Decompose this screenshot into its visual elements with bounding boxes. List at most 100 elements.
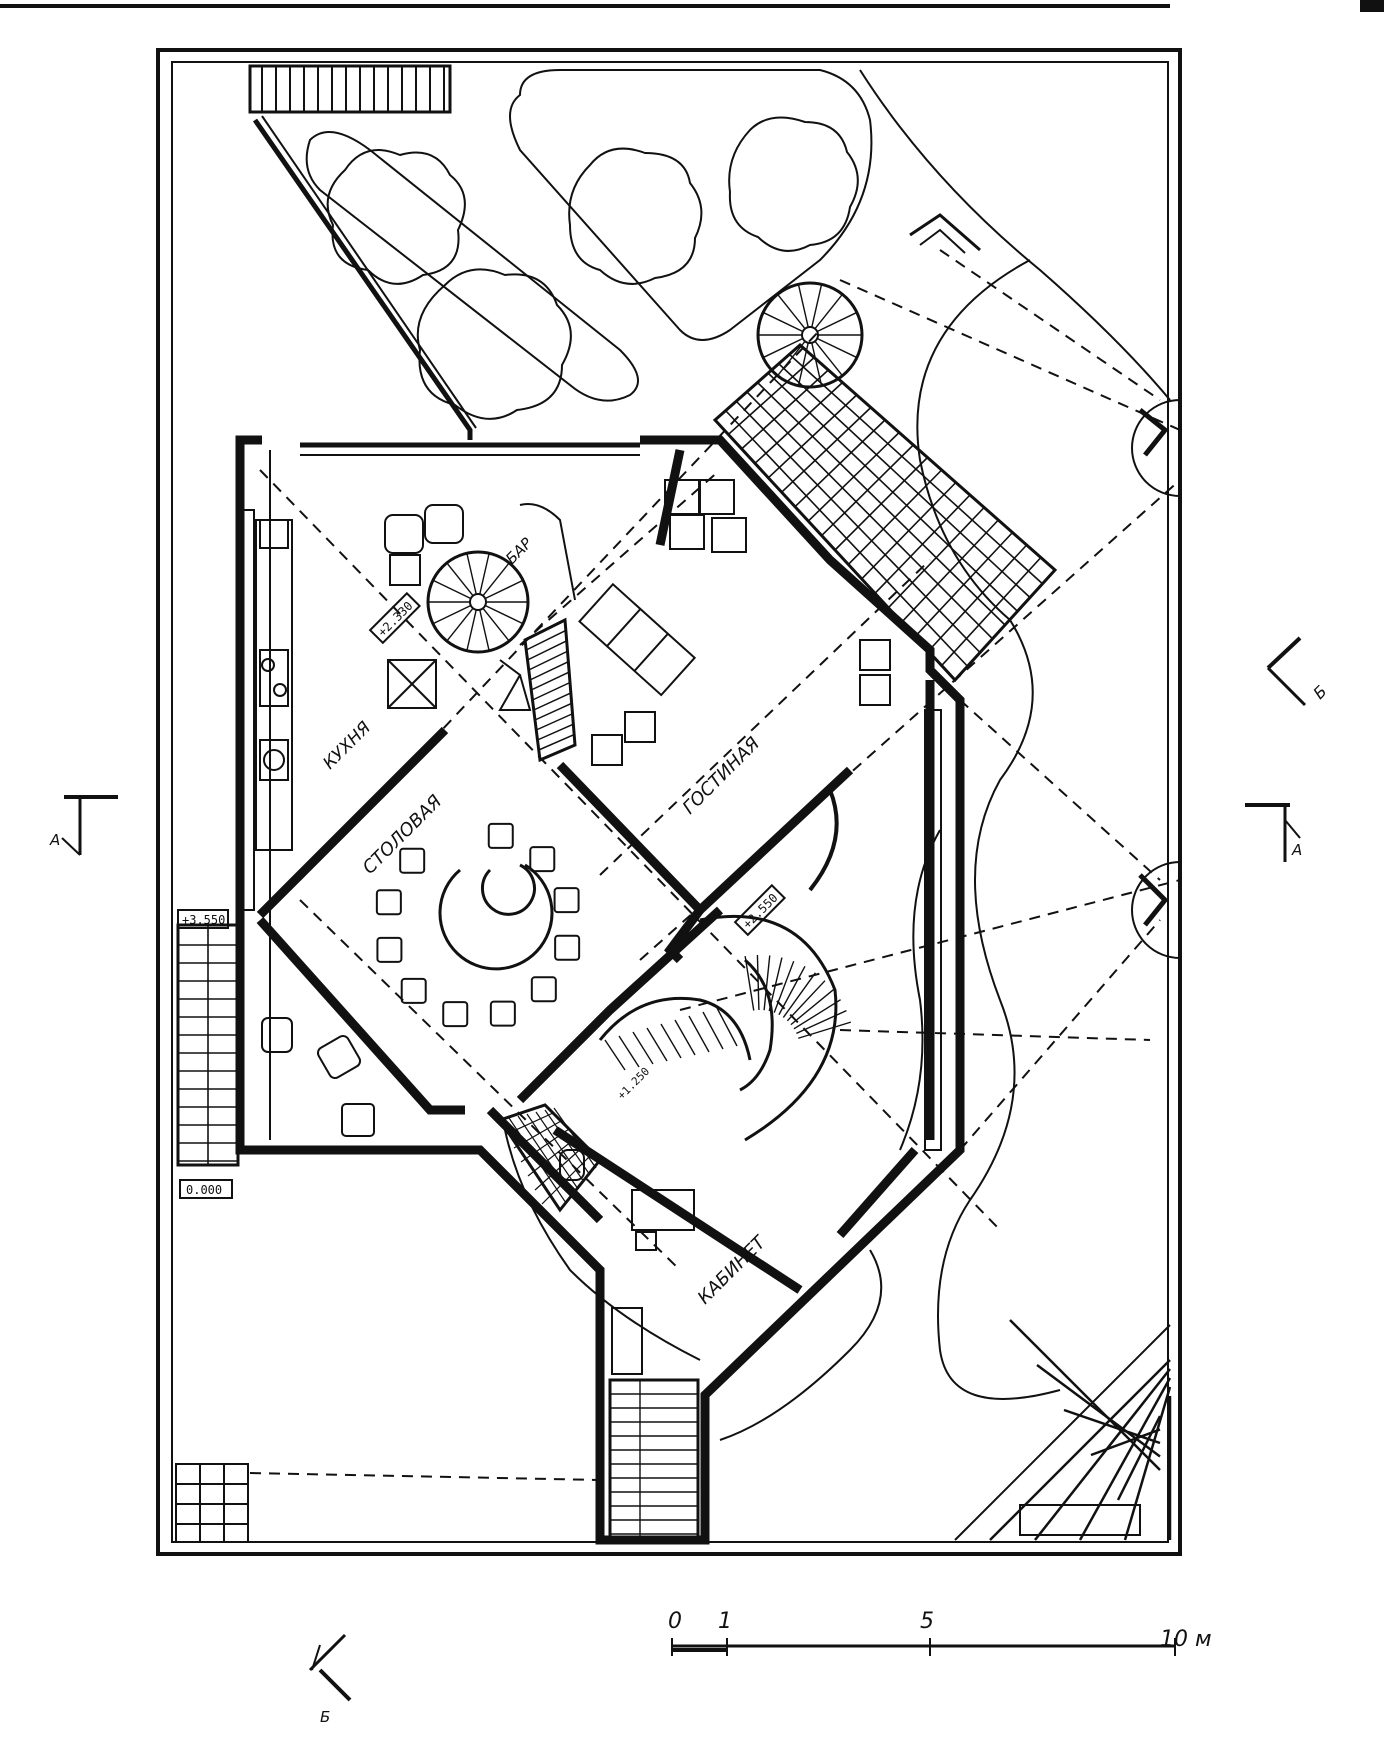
left-steps: [176, 923, 240, 1167]
scale-label-1: 1: [718, 1609, 732, 1634]
hatch-line: [1090, 1428, 1161, 1457]
scale-label-5: 5: [920, 1609, 934, 1634]
hatch-line: [482, 562, 510, 597]
hatch-line: [506, 1112, 554, 1135]
bathroom: [497, 1103, 603, 1213]
hatch-line: [1116, 1415, 1162, 1501]
hatch-line: [778, 363, 1031, 599]
level-mark-ground: 0.000: [179, 1179, 233, 1199]
hatch-line: [1063, 1408, 1161, 1445]
header-rule: [0, 0, 1384, 12]
hatch-line: [553, 1107, 597, 1169]
entry-steps-bottom: [608, 1307, 700, 1542]
hatch-line: [528, 650, 568, 671]
hatch-line: [767, 372, 1019, 612]
hatch-line: [529, 660, 569, 681]
hatch-line: [814, 293, 843, 330]
section-marker-a-right: А: [1245, 803, 1302, 862]
level-mark-main-stair: +2.550: [733, 883, 787, 937]
hatch-line: [537, 723, 574, 741]
hatch-line: [816, 337, 858, 359]
window-strips: [239, 509, 942, 1151]
hatch-line: [793, 999, 841, 1030]
level-mark-spiral: +2.330: [368, 591, 422, 645]
scale-label-10: 10 м: [1160, 1627, 1212, 1652]
hatch-line: [660, 1023, 682, 1059]
hatch-line: [814, 340, 843, 377]
svg-text:+1.250: +1.250: [615, 1065, 652, 1102]
section-marker-a-left: А: [49, 795, 118, 856]
dining-chair: [529, 846, 556, 873]
dining-chair: [489, 1000, 516, 1027]
tree-icon: [326, 149, 466, 285]
svg-text:+3.550: +3.550: [182, 913, 225, 927]
dining-chair: [400, 977, 427, 1004]
terrace-deck: [712, 342, 1058, 683]
dining-chair: [376, 936, 403, 963]
hatch-line: [479, 553, 490, 595]
hatch-line: [632, 1031, 654, 1065]
hatch-line: [432, 579, 472, 600]
level-mark-lower-stair: +1.250: [615, 1065, 652, 1102]
hatch-line: [1078, 1377, 1172, 1541]
hatch-line: [811, 342, 823, 386]
hatch-line: [746, 391, 994, 640]
spiral-stair-interior: [426, 550, 530, 654]
hatch-line: [762, 311, 804, 333]
hatch-line: [466, 553, 477, 595]
hatch-line: [534, 702, 572, 721]
interior-steps: [523, 617, 577, 763]
structural-grid: [259, 249, 1181, 1271]
living-furniture: [387, 479, 891, 766]
hatch-line: [788, 353, 1044, 585]
hatch-line: [777, 340, 806, 377]
hatch-line: [484, 604, 524, 625]
tree-icon: [728, 116, 859, 252]
hatch-line: [520, 1128, 570, 1163]
kitchen-counter: [255, 519, 293, 851]
dining-chair: [399, 847, 426, 874]
dining-table: [375, 822, 581, 1028]
main-curved-stair: [598, 789, 852, 1142]
hatch-line: [756, 381, 1006, 626]
hatch-line: [786, 980, 826, 1022]
hatch-line: [535, 713, 573, 731]
room-label-living: ГОСТИНАЯ: [679, 733, 765, 819]
dining-chair: [487, 822, 514, 849]
study-desk: [631, 1189, 695, 1251]
level-markers: +3.550 0.000 +2.330 +2.550 +1.250: [177, 591, 787, 1199]
hatch-line: [725, 410, 969, 667]
hatch-line: [527, 640, 567, 661]
section-marker-b-bottom: Б: [308, 1633, 352, 1726]
hatch-line: [446, 607, 474, 642]
dining-chair: [442, 1001, 469, 1028]
hatch-line: [466, 609, 477, 651]
hatch-line: [482, 607, 510, 642]
hatch-line: [432, 604, 472, 625]
hatch-line: [763, 955, 771, 1011]
scale-bar: 0 1 5 10 м: [668, 1609, 1212, 1656]
hatch-line: [735, 400, 981, 654]
hatch-line: [782, 972, 816, 1018]
pergola: [954, 1319, 1172, 1541]
house-walls: [235, 435, 965, 1545]
tree-icon: [568, 147, 703, 285]
hatch-line: [796, 1009, 847, 1035]
hatch-line: [530, 671, 570, 691]
hatch-line: [1034, 1368, 1171, 1541]
level-mark-upper-left: +3.550: [177, 909, 229, 929]
hatch-line: [716, 1007, 738, 1047]
dining-chair: [375, 889, 402, 916]
hatch-line: [778, 965, 806, 1016]
hatch-line: [532, 681, 571, 701]
hatch-line: [484, 579, 524, 600]
hatch-line: [479, 609, 490, 651]
spiral-stair-exterior: [756, 281, 864, 389]
section-marker-b-right: Б: [1266, 636, 1331, 707]
svg-text:А: А: [49, 831, 60, 849]
entry-steps-top: [248, 64, 452, 114]
hatch-line: [798, 1021, 852, 1039]
hatch-line: [646, 1027, 668, 1062]
tree-icon: [416, 268, 572, 420]
svg-text:Б: Б: [320, 1708, 330, 1726]
